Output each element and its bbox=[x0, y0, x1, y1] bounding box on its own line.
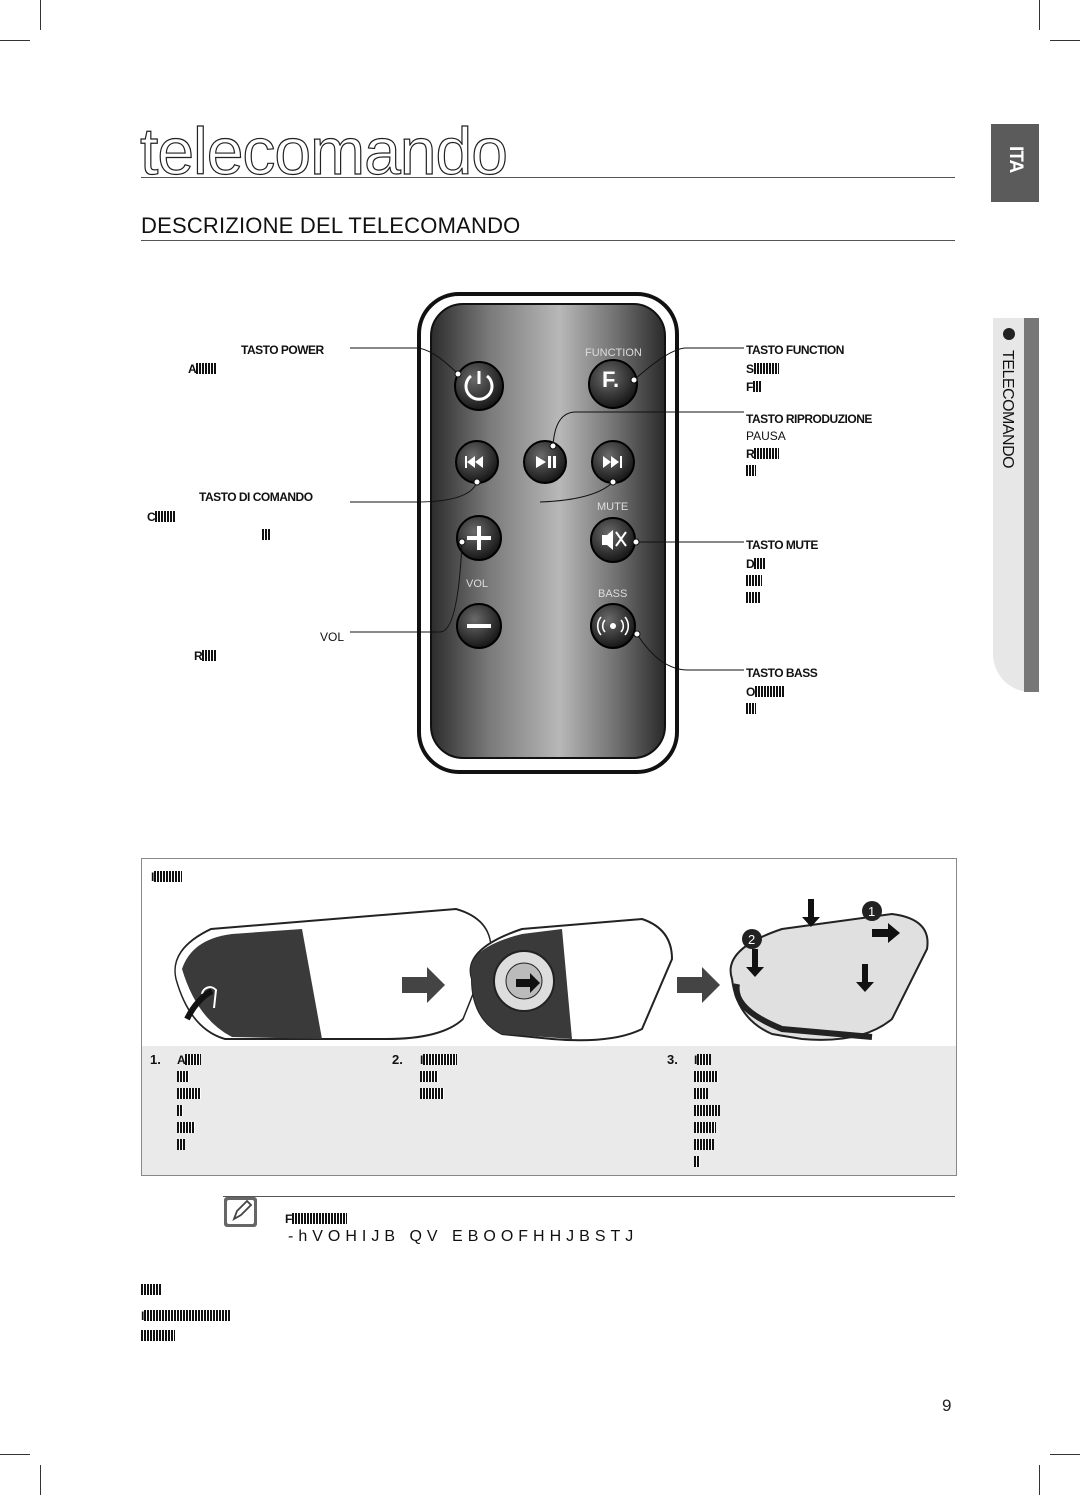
crop-mark bbox=[0, 1454, 30, 1455]
remote-mute-label: MUTE bbox=[597, 501, 629, 513]
note-garbled-line: -hVOHIJB QV EBOOFHHJBSTJ bbox=[288, 1228, 639, 1245]
remote-vol-label: VOL bbox=[466, 578, 489, 590]
footer-text-3 bbox=[141, 1328, 175, 1344]
callout-mute: TASTO MUTE bbox=[746, 538, 818, 552]
note-pencil-icon bbox=[224, 1197, 257, 1227]
step-2-text-2 bbox=[420, 1069, 438, 1085]
remote-f-button-text: F. bbox=[602, 367, 620, 392]
language-tab-label: ITA bbox=[1005, 146, 1026, 173]
step-2-text: I bbox=[420, 1052, 457, 1068]
crop-mark bbox=[40, 1465, 41, 1495]
callout-bass-desc-2 bbox=[746, 701, 756, 717]
language-tab: ITA bbox=[991, 124, 1039, 202]
footer-text-1 bbox=[141, 1282, 161, 1298]
callout-function-desc-2: F bbox=[746, 379, 762, 395]
callout-play: TASTO RIPRODUZIONE bbox=[746, 412, 872, 426]
step-2-text-3 bbox=[420, 1086, 444, 1102]
step-3-text-2 bbox=[694, 1069, 718, 1085]
step-1-text: A bbox=[177, 1052, 202, 1068]
callout-function: TASTO FUNCTION bbox=[746, 343, 844, 357]
callout-command: TASTO DI COMANDO bbox=[199, 490, 313, 504]
battery-steps-illustration: 1 2 bbox=[174, 899, 929, 1042]
function-button bbox=[588, 359, 638, 409]
callout-power: TASTO POWER bbox=[241, 343, 324, 357]
step-1-text-4 bbox=[177, 1103, 183, 1119]
remote-function-label: FUNCTION bbox=[585, 347, 642, 359]
svg-text:2: 2 bbox=[748, 932, 755, 947]
section-heading: DESCRIZIONE DEL TELECOMANDO bbox=[141, 213, 521, 238]
callout-mute-desc-2 bbox=[746, 573, 762, 589]
section-rule bbox=[141, 240, 955, 241]
crop-mark bbox=[1039, 1465, 1040, 1495]
battery-install-box: I 1 2 1. A 2. I 3. I bbox=[141, 858, 957, 1176]
crop-mark bbox=[0, 40, 30, 41]
step-3-text-4 bbox=[694, 1103, 720, 1119]
battery-steps-band bbox=[142, 1046, 956, 1175]
crop-mark bbox=[1039, 0, 1040, 30]
crop-mark bbox=[1050, 1454, 1080, 1455]
crop-mark bbox=[1050, 40, 1080, 41]
callout-bass: TASTO BASS bbox=[746, 666, 818, 680]
step-2-number: 2. bbox=[392, 1052, 403, 1067]
callout-play-desc-2 bbox=[746, 463, 756, 479]
note-rule bbox=[223, 1196, 955, 1197]
page-number: 9 bbox=[942, 1396, 952, 1415]
callout-vol-desc: R bbox=[194, 648, 218, 664]
remote-illustration bbox=[350, 292, 744, 774]
step-1-text-5 bbox=[177, 1120, 195, 1136]
callout-power-desc: A bbox=[188, 361, 217, 377]
crop-mark bbox=[40, 0, 41, 30]
bullet-dot-icon bbox=[1003, 328, 1015, 340]
step-3-text-6 bbox=[694, 1137, 714, 1153]
battery-box-heading: I bbox=[151, 869, 182, 885]
callout-vol: VOL bbox=[320, 630, 345, 644]
page-title: telecomando bbox=[139, 114, 508, 188]
callout-bass-desc: O bbox=[746, 684, 785, 700]
callout-command-desc-2 bbox=[262, 527, 271, 543]
step-1-text-3 bbox=[177, 1086, 201, 1102]
note-heading: F bbox=[285, 1211, 347, 1227]
callout-mute-desc-3 bbox=[746, 590, 760, 606]
title-rule bbox=[141, 177, 955, 178]
step-3-text: I bbox=[694, 1052, 711, 1068]
step-1-number: 1. bbox=[150, 1052, 161, 1067]
step-1-text-6 bbox=[177, 1137, 185, 1153]
chapter-side-bar bbox=[1024, 318, 1039, 692]
callout-function-desc-1: S bbox=[746, 361, 779, 377]
step-1-text-2 bbox=[177, 1069, 189, 1085]
step-3-text-5 bbox=[694, 1120, 716, 1136]
step-3-text-7 bbox=[694, 1154, 700, 1170]
callout-command-desc: C bbox=[147, 509, 176, 525]
callout-mute-desc: D bbox=[746, 556, 767, 572]
step-3-text-3 bbox=[694, 1086, 708, 1102]
power-button bbox=[454, 361, 504, 411]
callout-play-desc: R bbox=[746, 446, 780, 462]
step-3-number: 3. bbox=[667, 1052, 678, 1067]
footer-text-2: I bbox=[141, 1308, 230, 1324]
svg-text:1: 1 bbox=[868, 904, 875, 919]
remote-bass-label: BASS bbox=[598, 588, 628, 600]
callout-play-line2: PAUSA bbox=[746, 429, 786, 443]
chapter-side-label: TELECOMANDO bbox=[999, 350, 1016, 469]
